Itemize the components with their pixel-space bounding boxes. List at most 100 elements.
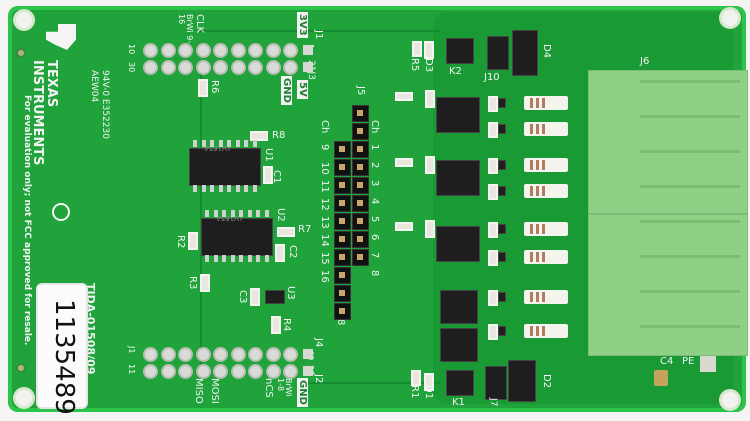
- smd-resistor: [488, 222, 498, 238]
- ic-pin: [210, 140, 214, 147]
- ic-pin: [239, 210, 243, 217]
- smd-resistor: [488, 184, 498, 200]
- ic-pin: [193, 185, 197, 192]
- connector-rib: [640, 325, 740, 328]
- label-j11: J1: [127, 346, 136, 354]
- header-pin: [285, 45, 296, 56]
- ic-u1: LV165A: [189, 144, 261, 186]
- label-r8: R8: [272, 130, 286, 141]
- channel-label: 2: [369, 162, 380, 169]
- channel-label: 14: [319, 234, 330, 247]
- label-gnd-bottom: GND: [297, 378, 308, 407]
- label-u2: U2: [275, 208, 286, 222]
- ic-pin: [205, 210, 209, 217]
- ic-pin: [222, 255, 226, 262]
- header-pin: [180, 349, 191, 360]
- ic-pin: [244, 185, 248, 192]
- label-c1: C1: [271, 170, 282, 184]
- header-pin: [162, 366, 174, 377]
- channel-label: 11: [319, 180, 330, 193]
- connector-rib: [640, 115, 740, 118]
- connector-rib: [640, 80, 740, 83]
- resistor-r2: [188, 232, 198, 250]
- ic-pin: [213, 210, 218, 217]
- header-pin: [302, 45, 313, 55]
- label-clk: CLK: [194, 14, 205, 34]
- header-pin-j8: [334, 285, 351, 302]
- connector-rib: [640, 150, 740, 153]
- label-d2: D2: [541, 374, 552, 389]
- header-pin-j5: [352, 177, 369, 194]
- ic-pin: [193, 140, 197, 147]
- diode-d1: [424, 373, 434, 391]
- input-resistor: [524, 122, 568, 136]
- header-pin: [250, 62, 261, 73]
- optocoupler-ic: [436, 226, 480, 262]
- capacitor-c2: [275, 244, 285, 262]
- ic-pin: [256, 210, 260, 217]
- header-pin-j8: [334, 303, 351, 320]
- label-3v3: 3V3: [297, 12, 308, 38]
- label-miso: MISO: [193, 378, 204, 404]
- ic-pin: [247, 255, 252, 262]
- label-k1: K1: [452, 397, 465, 408]
- label-pe: PE: [682, 356, 695, 367]
- mounting-hole: [722, 392, 738, 408]
- label-r6: R6: [209, 80, 220, 94]
- diode-d4: [512, 30, 538, 76]
- mounting-hole: [16, 12, 32, 28]
- header-pin: [285, 349, 296, 360]
- led: [498, 124, 506, 134]
- label-brwi-9-16: BrWi 9-16: [177, 14, 194, 44]
- ic-pin: [264, 255, 269, 262]
- channel-label: 7: [369, 252, 380, 259]
- ic-u2: LV165A: [201, 214, 273, 256]
- ic-pin: [218, 140, 223, 147]
- channel-label: 4: [369, 198, 380, 205]
- header-pin-j8: [334, 213, 351, 230]
- header-pin-j5: [352, 249, 369, 266]
- label-u3: U3: [285, 286, 296, 300]
- resistor-r7: [277, 227, 295, 237]
- input-resistor: [524, 96, 568, 110]
- led: [498, 292, 506, 302]
- ic-pin: [239, 255, 243, 262]
- label-r2: R2: [175, 235, 186, 249]
- input-resistor: [524, 158, 568, 172]
- serial-number: 1135489: [49, 299, 79, 415]
- smd-resistor: [488, 250, 498, 266]
- jumper-j10: [487, 36, 509, 70]
- relay-k2: [446, 38, 474, 64]
- header-pin-j5: [352, 105, 369, 122]
- capacitor-c3: [250, 288, 260, 306]
- ic-pin: [230, 255, 235, 262]
- resistor-r8: [250, 131, 268, 141]
- ic-pin: [227, 140, 231, 147]
- capacitor-c1: [263, 166, 273, 184]
- ic-pin: [235, 140, 240, 147]
- header-pin-j8: [334, 159, 351, 176]
- label-c3: C3: [237, 290, 248, 304]
- led: [498, 326, 506, 336]
- resistor-r4: [271, 316, 281, 334]
- optocoupler-ic: [440, 290, 478, 324]
- serial-sticker: 1135489: [36, 283, 88, 415]
- ic-pin: [256, 255, 260, 262]
- header-pin: [145, 349, 156, 360]
- channel-label: 6: [369, 234, 380, 241]
- trace: [300, 382, 440, 384]
- header-pin: [232, 62, 244, 73]
- header-pin-j5: [352, 141, 369, 158]
- header-pin: [197, 366, 209, 377]
- ic-pin: [244, 140, 248, 147]
- label-j7: J7: [488, 398, 498, 407]
- resistor-r1: [411, 370, 421, 386]
- label-pin30: 30: [127, 62, 136, 73]
- pb-free-icon: [52, 203, 70, 221]
- header-pin: [145, 62, 156, 73]
- label-pin11: 11: [127, 364, 136, 375]
- led: [498, 160, 506, 170]
- header-pin: [162, 349, 174, 360]
- ic-pin: [227, 185, 231, 192]
- label-ch-left: Ch: [319, 120, 330, 134]
